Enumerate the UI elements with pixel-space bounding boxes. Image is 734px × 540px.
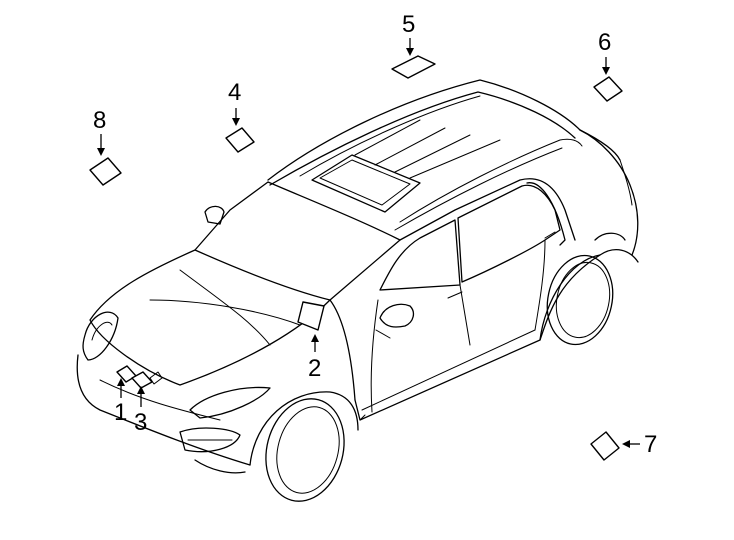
callout-3: 3 <box>134 409 147 436</box>
label-5-shape <box>391 55 436 79</box>
label-shapes <box>89 55 623 461</box>
label-7-shape <box>590 431 620 461</box>
callout-4: 4 <box>228 79 241 106</box>
label-6-shape <box>593 76 623 102</box>
callout-8: 8 <box>93 107 106 134</box>
label-2-shape <box>297 301 325 331</box>
callout-5: 5 <box>402 11 415 38</box>
callout-2: 2 <box>308 355 321 382</box>
callout-numbers: 1 2 3 4 5 6 7 8 <box>93 11 657 458</box>
callout-6: 6 <box>598 29 611 56</box>
vehicle-illustration <box>76 79 639 502</box>
label-3-shape <box>131 371 153 389</box>
label-4-shape <box>225 127 255 153</box>
callout-1: 1 <box>114 399 127 426</box>
label-8-shape <box>89 157 122 186</box>
callout-7: 7 <box>644 431 657 458</box>
leader-arrows <box>97 38 640 448</box>
